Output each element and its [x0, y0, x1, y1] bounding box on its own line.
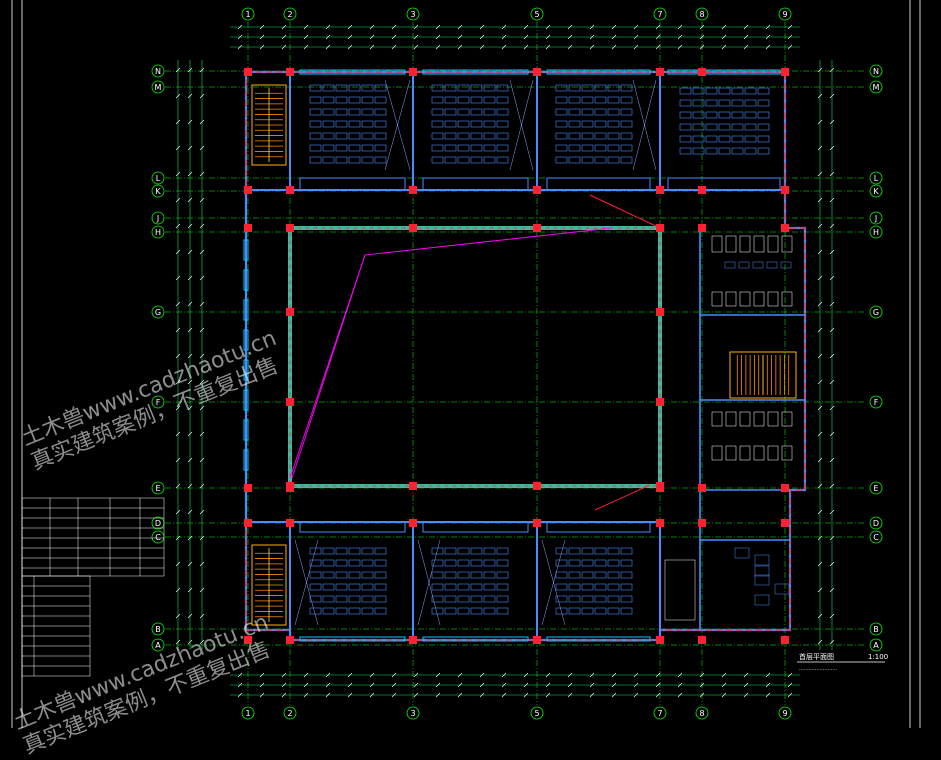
grid-axis-label: F — [874, 398, 879, 407]
grid-bubble-row: N — [151, 64, 165, 78]
grid-axis-label: 7 — [657, 10, 662, 19]
grid-bubble-row: B — [151, 622, 165, 636]
grid-bubble-col: 2 — [283, 7, 297, 21]
grid-bubble-row: A — [151, 638, 165, 652]
grid-axis-label: 9 — [782, 709, 787, 718]
grid-axis-label: E — [873, 484, 878, 493]
grid-bubble-col: 1 — [241, 7, 255, 21]
grid-bubble-row: M — [869, 80, 883, 94]
grid-bubble-row: L — [151, 171, 165, 185]
grid-bubble-row: K — [151, 184, 165, 198]
grid-bubble-col: 8 — [695, 706, 709, 720]
windows — [243, 69, 781, 642]
grid-axis-label: D — [155, 519, 161, 528]
grid-bubble-row: H — [869, 225, 883, 239]
grid-axis-label: B — [155, 625, 161, 634]
grid-axis-label: N — [873, 67, 879, 76]
grid-axis-label: 8 — [699, 10, 704, 19]
grid-axis-label: G — [873, 308, 879, 317]
drawing-scale: 1:100 — [868, 653, 888, 661]
grid-bubble-row: C — [151, 530, 165, 544]
grid-bubble-row: D — [151, 516, 165, 530]
grid-axis-label: 8 — [699, 709, 704, 718]
grid-bubble-row: A — [869, 638, 883, 652]
grid-axis-label: K — [873, 187, 879, 196]
grid-axis-label: M — [873, 83, 880, 92]
grid-axis-label: 2 — [287, 709, 292, 718]
grid-axis-label: 1 — [245, 10, 250, 19]
section-marks — [589, 194, 661, 511]
grid-bubble-col: 9 — [778, 7, 792, 21]
grid-axis-label: 1 — [245, 709, 250, 718]
grid-axis-label: K — [155, 187, 161, 196]
stairs — [251, 84, 797, 626]
grid-bubble-row: E — [869, 481, 883, 495]
grid-axis-label: M — [155, 83, 162, 92]
grid-axis-label: G — [155, 308, 161, 317]
grid-bubble-row: N — [869, 64, 883, 78]
grid-axis-label: E — [155, 484, 160, 493]
grid-axis-label: 3 — [410, 709, 415, 718]
grid-axis-label: D — [873, 519, 879, 528]
annotation-lines — [289, 227, 613, 479]
grid-axis-label: B — [873, 625, 879, 634]
grid-bubble-col: 5 — [530, 7, 544, 21]
room-diagonals — [294, 79, 657, 626]
grid-bubble-col: 9 — [778, 706, 792, 720]
grid-bubble-row: J — [869, 211, 883, 225]
grid-axis-label: J — [156, 214, 159, 223]
grid-bubble-row: C — [869, 530, 883, 544]
grid-axis-label: 3 — [410, 10, 415, 19]
grid-bubble-row: K — [869, 184, 883, 198]
grid-axis-label: 9 — [782, 10, 787, 19]
grid-bubble-row: F — [151, 395, 165, 409]
grid-bubble-col: 7 — [653, 7, 667, 21]
grid-bubble-row: M — [151, 80, 165, 94]
grid-axis-label: L — [156, 174, 161, 183]
grid-axis-label: 2 — [287, 10, 292, 19]
legend-table — [21, 497, 165, 677]
classroom-desks — [309, 84, 770, 615]
grid-bubble-row: D — [869, 516, 883, 530]
grid-axis-label: F — [156, 398, 161, 407]
grid-bubble-row: G — [869, 305, 883, 319]
grid-axis-label: H — [155, 228, 161, 237]
grid-bubble-col: 1 — [241, 706, 255, 720]
grid-axis-label: L — [874, 174, 879, 183]
grid-axis-label: C — [873, 533, 879, 542]
grid-bubble-col: 3 — [406, 706, 420, 720]
grid-bubble-col: 5 — [530, 706, 544, 720]
grid-bubble-row: E — [151, 481, 165, 495]
grid-axis-label: C — [155, 533, 161, 542]
grid-axis-label: 5 — [534, 10, 539, 19]
grid-axis-label: A — [873, 641, 879, 650]
grid-axis-label: 5 — [534, 709, 539, 718]
svg-text:........................: ........................ — [799, 666, 838, 672]
grid-bubble-row: J — [151, 211, 165, 225]
grid-bubble-row: B — [869, 622, 883, 636]
grid-bubble-row: L — [869, 171, 883, 185]
title-block: 首层平面图 1:100 ........................ — [797, 652, 888, 672]
drawing-title: 首层平面图 — [799, 652, 834, 661]
grid-bubble-col: 2 — [283, 706, 297, 720]
toilet-fixtures — [664, 235, 793, 621]
grid-axis-label: H — [873, 228, 879, 237]
structural-columns — [244, 68, 789, 644]
grid-bubble-col: 8 — [695, 7, 709, 21]
grid-axis-label: N — [155, 67, 161, 76]
dimension-lines — [177, 26, 833, 696]
grid-bubble-row: H — [151, 225, 165, 239]
grid-bubble-row: F — [869, 395, 883, 409]
grid-axis-label: J — [874, 214, 877, 223]
grid-bubble-col: 7 — [653, 706, 667, 720]
grid-axis-label: 7 — [657, 709, 662, 718]
dimension-ticks — [175, 24, 835, 698]
grid-bubble-col: 3 — [406, 7, 420, 21]
grid-bubble-row: G — [151, 305, 165, 319]
grid-axis-label: A — [155, 641, 161, 650]
